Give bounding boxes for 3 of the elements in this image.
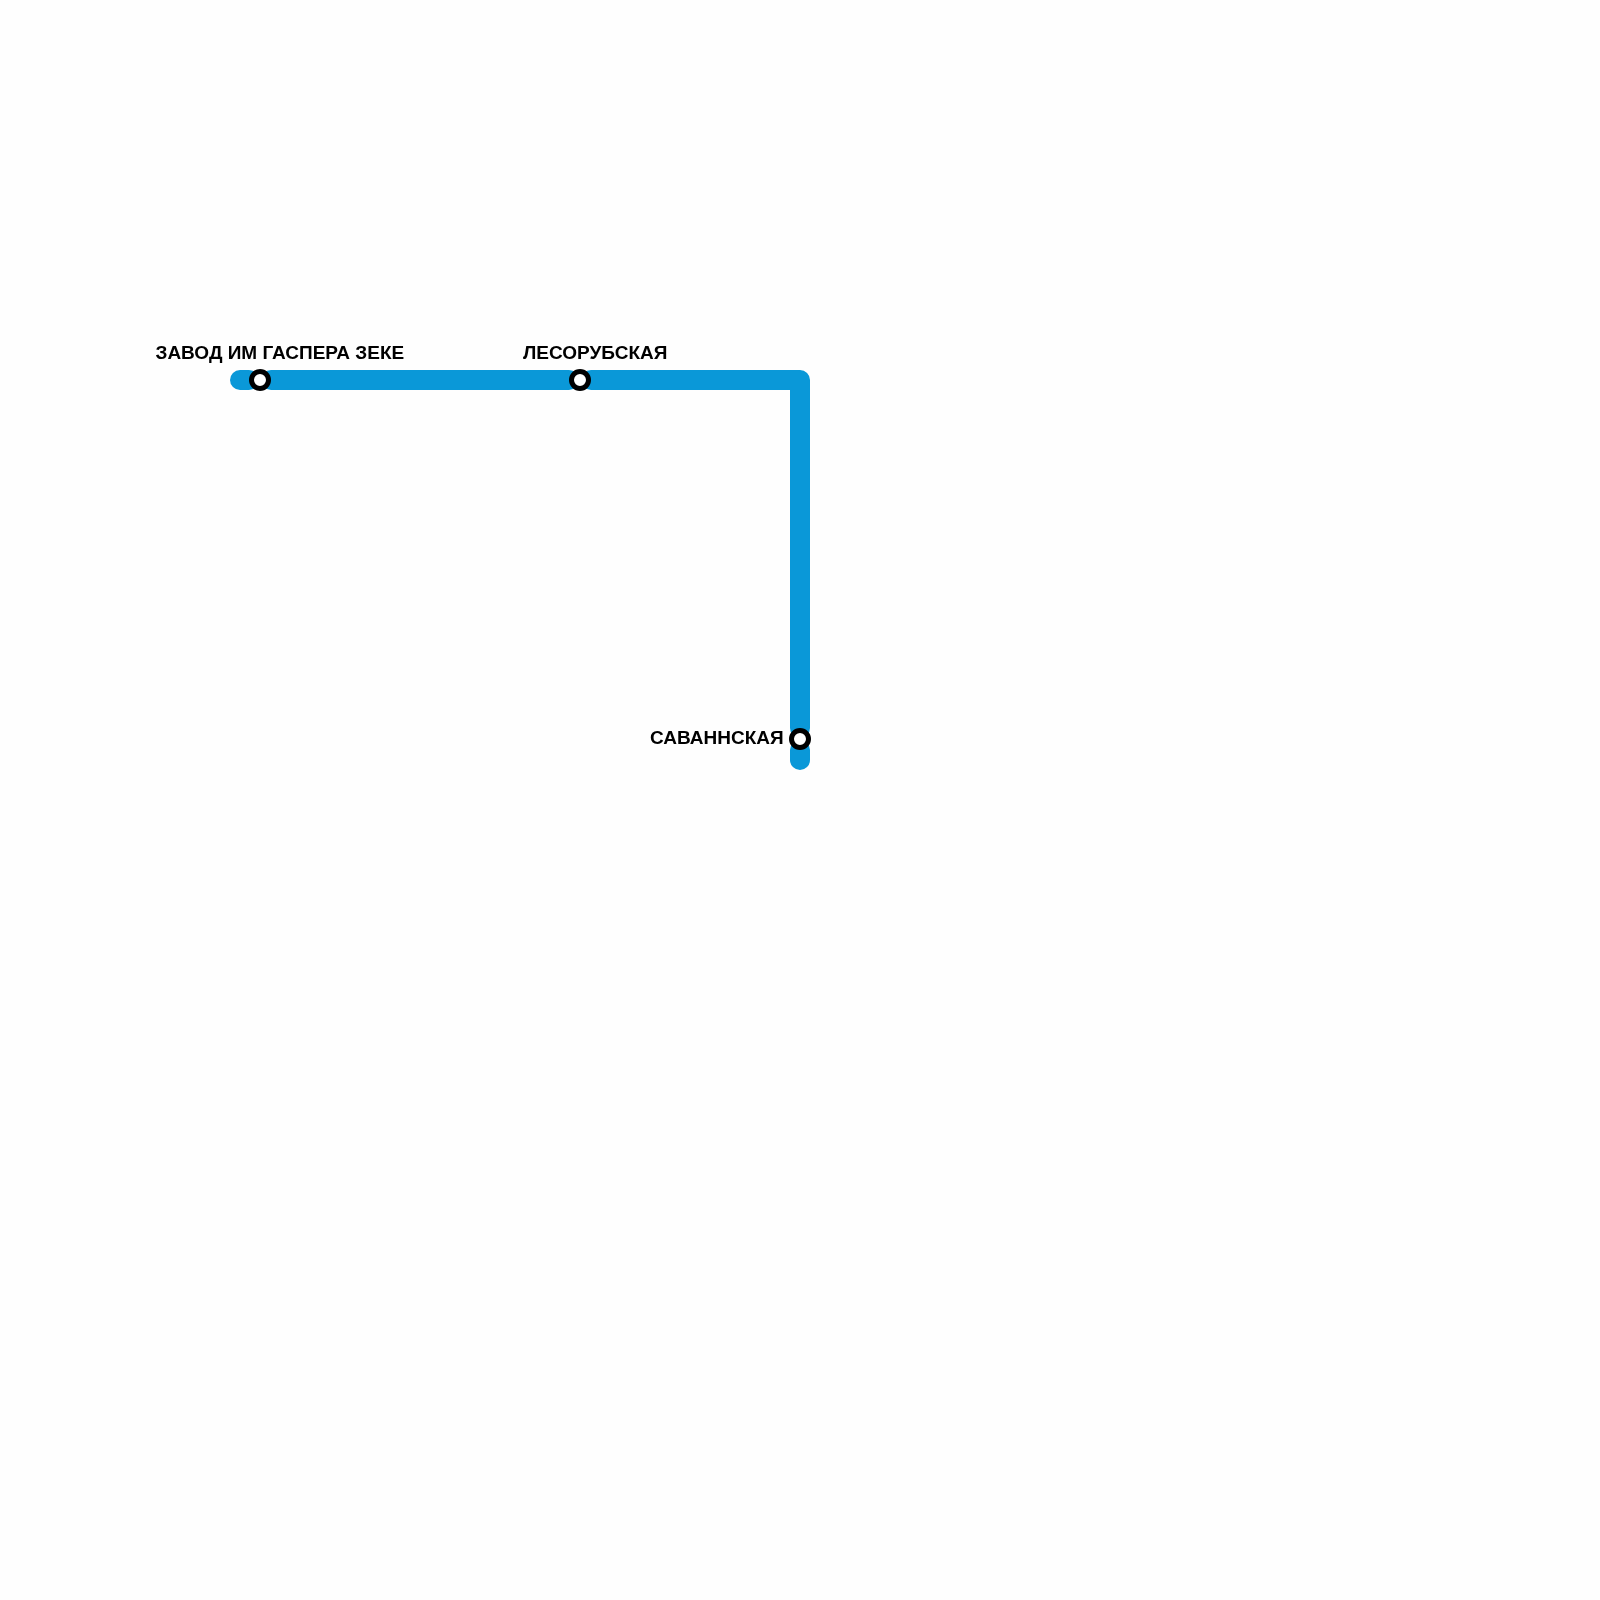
station-label: ЗАВОД ИМ ГАСПЕРА ЗЕКЕ	[155, 343, 405, 363]
station-label: ЛЕСОРУБСКАЯ	[523, 343, 668, 363]
station-label: САВАННСКАЯ	[650, 728, 784, 748]
